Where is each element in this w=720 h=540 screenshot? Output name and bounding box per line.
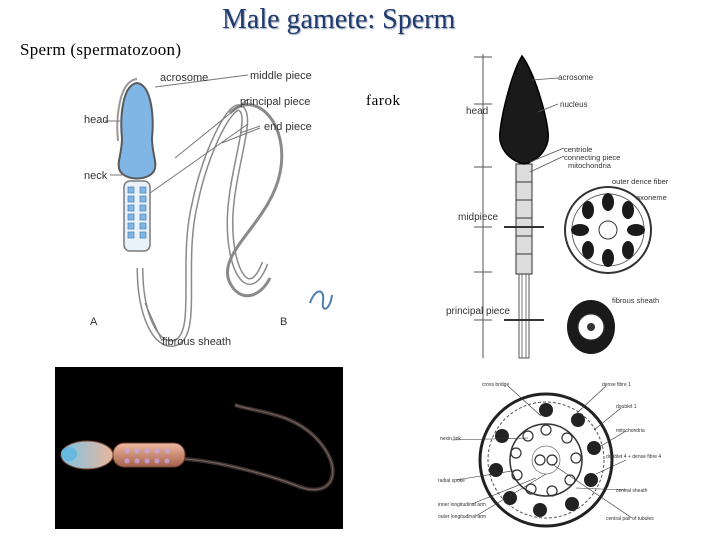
- label-cross-bridge: cross bridge: [482, 382, 509, 388]
- label-doublet-1: doublet 1: [616, 404, 637, 410]
- label-doublet-dense-fibre: doublet 4 + dense fibre 4: [606, 454, 661, 460]
- label-right-midpiece: midpiece: [458, 212, 498, 223]
- axoneme-cross-section: cross bridge dense fibre 1 doublet 1 mit…: [436, 378, 670, 530]
- label-nexin-link: nexin link: [440, 436, 461, 442]
- label-right-connecting-piece: connecting piece: [564, 153, 620, 162]
- label-right-acrosome: acrosome: [558, 73, 594, 82]
- label-dense-fibre-1: dense fibre 1: [602, 382, 631, 388]
- label-head: head: [84, 114, 108, 126]
- label-fig-a: A: [90, 316, 98, 328]
- label-right-head: head: [466, 106, 488, 117]
- sperm-a-head: [117, 81, 157, 180]
- label-principal-piece: principal piece: [240, 96, 310, 108]
- cross-section-principal: [567, 300, 615, 354]
- label-right-outer-dense-fiber: outer dence fiber: [612, 177, 669, 186]
- slide-title: Male gamete: Sperm: [222, 4, 456, 35]
- label-right-principal-piece: principal piece: [446, 306, 510, 317]
- cross-section-midpiece: [564, 186, 652, 274]
- label-cross-mitochondria: mitochondria: [616, 428, 645, 434]
- label-acrosome: acrosome: [160, 72, 208, 84]
- label-fig-b: B: [280, 316, 287, 328]
- label-outer-longitudinal-arm: outer longitudinal arm: [438, 514, 486, 520]
- sperm-a-tail: [136, 104, 269, 347]
- label-right-nucleus: nucleus: [560, 100, 588, 109]
- label-central-pair: central pair of tubules: [606, 516, 654, 522]
- label-right-axoneme: axoneme: [636, 193, 667, 202]
- label-right-centriole: centriole: [564, 145, 592, 154]
- label-central-sheath: central sheath: [616, 488, 648, 494]
- label-radial-spoke: radial spoke: [438, 478, 465, 484]
- sperm-right-head: [499, 54, 549, 165]
- sperm-diagram-right: acrosome nucleus head centriole connecti…: [446, 54, 669, 359]
- label-right-fibrous-sheath: fibrous sheath: [612, 296, 659, 305]
- sperm-diagram-left: acrosome middle piece principal piece en…: [84, 70, 333, 348]
- label-fibrous-sheath: fibrous sheath: [162, 336, 231, 348]
- label-end-piece: end piece: [264, 121, 312, 133]
- slide-subtitle: Sperm (spermatozoon): [20, 40, 182, 59]
- sperm-b-tail: [226, 103, 284, 298]
- label-inner-longitudinal-arm: inner longitudinal arm: [438, 502, 486, 508]
- sperm-illustration-photo: [55, 367, 343, 529]
- label-neck: neck: [84, 170, 108, 182]
- tail-label-farok: farok: [366, 93, 401, 109]
- label-middle-piece: middle piece: [250, 70, 312, 82]
- label-right-mitochondria: mitochondria: [568, 161, 612, 170]
